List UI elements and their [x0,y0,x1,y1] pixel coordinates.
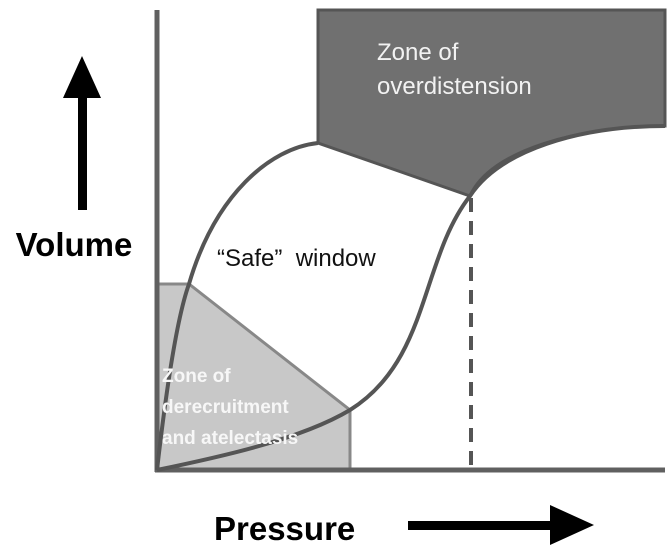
derecruitment-label-line3: and atelectasis [162,428,298,449]
deflation-curve [156,124,666,472]
inflation-curve [155,141,319,471]
overdistension-label-line2: overdistension [377,73,532,100]
derecruitment-label-line1: Zone of [162,366,231,387]
pressure-arrow-icon [408,505,594,545]
y-axis-label: Volume [16,226,133,263]
x-axis-label: Pressure [214,510,355,547]
safe-window-label: “Safe” window [217,245,376,272]
derecruitment-label-line2: derecruitment [162,397,289,418]
overdistension-zone [316,8,667,198]
overdistension-label-line1: Zone of [377,39,459,66]
volume-arrow-icon [63,56,101,210]
